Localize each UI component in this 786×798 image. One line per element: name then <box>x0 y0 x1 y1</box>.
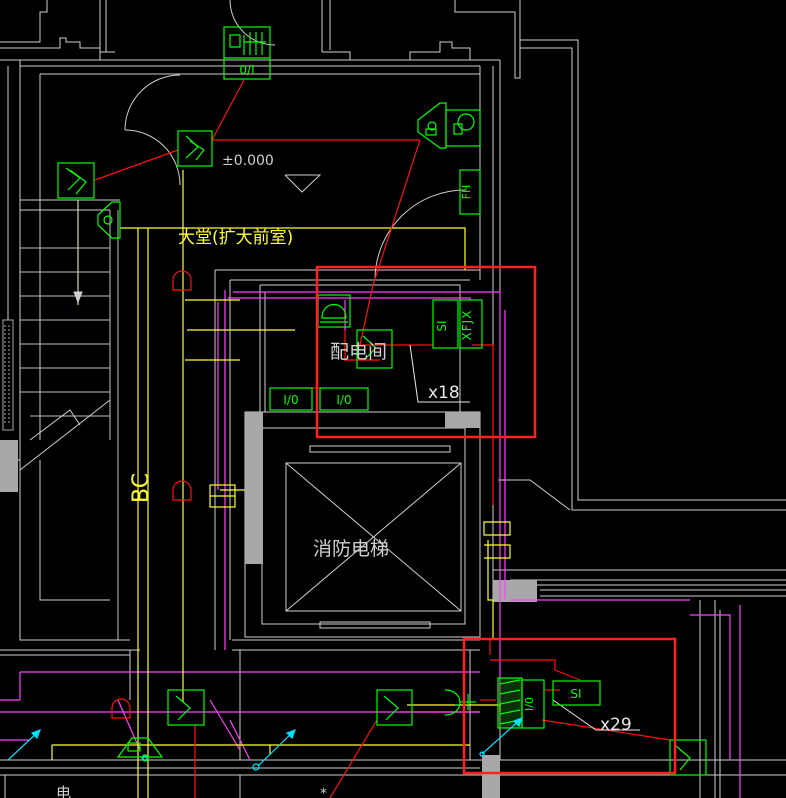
manual-button-bottom[interactable] <box>444 689 476 716</box>
io-left-label: I/0 <box>283 393 298 407</box>
partial-room-label: 电 <box>56 784 71 798</box>
distribution-room-label: 配电间 <box>330 341 387 363</box>
si-module-upper[interactable]: SI <box>432 299 459 349</box>
leader-lines <box>409 344 640 731</box>
sounder-left[interactable] <box>97 201 121 239</box>
sounder-top-right[interactable] <box>417 102 481 149</box>
devices: 0/I FH <box>57 26 707 776</box>
xfjx-label: XFJX <box>460 310 474 341</box>
fire-hydrant-label: FH <box>460 185 473 200</box>
module-distribution[interactable] <box>356 329 393 369</box>
highlight-box-upper <box>315 265 537 439</box>
elevation-marker <box>284 174 322 193</box>
structural-columns <box>0 319 537 798</box>
xfjx-module[interactable]: XFJX <box>459 299 483 349</box>
io-right-label: I/0 <box>336 393 351 407</box>
sounder-bottom-left[interactable] <box>116 737 164 762</box>
lobby-label: 大堂(扩大前室) <box>178 228 293 248</box>
detector-box-5[interactable] <box>669 739 707 776</box>
elevator-cab <box>285 445 462 629</box>
si-module-lower[interactable]: SI <box>552 680 601 706</box>
elevation-text: ±0.000 <box>222 153 274 169</box>
stair-direction-arrow <box>73 200 83 304</box>
ceiling-detectors <box>7 716 524 771</box>
partial-bottom-label: * <box>320 786 327 798</box>
detector-box-4[interactable] <box>376 689 413 726</box>
fire-hydrant-box[interactable]: FH <box>459 169 481 215</box>
damper-symbols <box>111 270 192 719</box>
io-bottom-label: I/0 <box>523 697 536 711</box>
bus-lines <box>0 290 741 798</box>
io-module-left[interactable]: I/0 <box>269 387 313 411</box>
detector-box-3[interactable] <box>167 689 205 726</box>
door-swings <box>124 0 466 281</box>
bc-symbols <box>209 484 511 559</box>
detector-box-1[interactable] <box>177 130 213 167</box>
highlight-boxes <box>315 265 677 775</box>
fire-elevator-label: 消防电梯 <box>313 538 389 560</box>
bc-label: BC <box>129 473 154 503</box>
text-labels: ±0.000 大堂(扩大前室) 配电间 消防电梯 BC x18 x29 电 * <box>56 153 632 798</box>
module-top-io[interactable]: 0/I <box>223 26 271 80</box>
count-upper-label: x18 <box>428 383 460 403</box>
si-lower-label: SI <box>570 687 581 701</box>
highlight-box-lower <box>462 637 677 775</box>
si-upper-label: SI <box>435 320 449 331</box>
io-module-right[interactable]: I/0 <box>319 387 369 411</box>
count-lower-label: x29 <box>600 715 632 735</box>
module-top-io-label: 0/I <box>239 63 254 77</box>
detector-box-2[interactable] <box>57 162 95 199</box>
